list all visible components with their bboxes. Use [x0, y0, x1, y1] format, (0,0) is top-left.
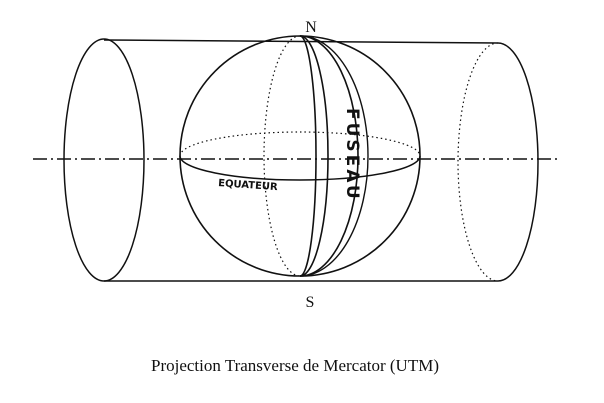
cylinder-right-end-back: [457, 42, 499, 282]
zone-meridian-inner: [299, 35, 317, 277]
zone-meridian-middle: [299, 35, 329, 277]
figure-caption: Projection Transverse de Mercator (UTM): [151, 356, 439, 375]
equator-front: [179, 155, 421, 181]
zone-meridian-edge: [299, 35, 369, 277]
cylinder-right-end-front: [497, 42, 539, 282]
cylinder: [63, 38, 539, 282]
zone-label: FUSEAU: [342, 108, 362, 202]
pole-south-label: S: [306, 294, 315, 311]
equator-back: [179, 131, 421, 157]
sphere: [179, 35, 421, 277]
cylinder-top-edge: [103, 39, 499, 44]
zone-meridian-outer: [299, 35, 359, 277]
back-meridian: [263, 35, 301, 277]
equator-label: EQUATEUR: [218, 178, 279, 193]
sphere-outline: [179, 35, 421, 277]
cylinder-left-end: [63, 38, 145, 282]
pole-north-label: N: [305, 19, 317, 36]
